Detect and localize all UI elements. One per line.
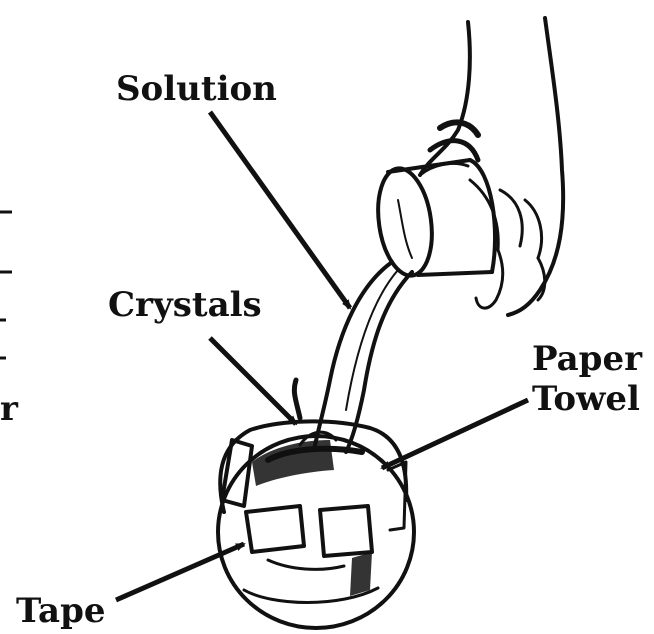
edge-fragment-text: r [0, 389, 19, 429]
left-edge-fragments: r [0, 212, 19, 429]
tape-label: Tape [16, 591, 105, 631]
crystals-label: Crystals [108, 285, 262, 325]
solution-arrow [210, 112, 350, 308]
paper-label: Paper [532, 339, 643, 379]
towel-label: Towel [532, 379, 640, 419]
crystals-arrow [210, 338, 296, 424]
paper-towel-arrow [382, 400, 528, 468]
solution-label: Solution [116, 69, 277, 109]
crystal-container [218, 380, 414, 628]
